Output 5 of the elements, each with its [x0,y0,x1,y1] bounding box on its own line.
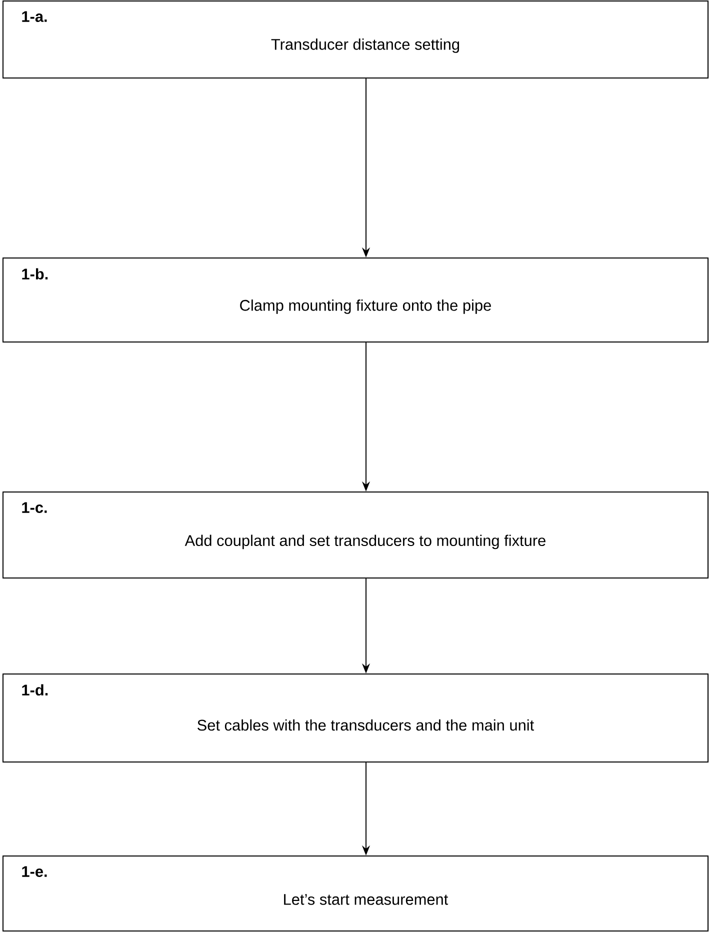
step-box: 1-c. Add couplant and set transducers to mounting fixture [2,492,708,578]
step-box: 1-d. Set cables with the transducers and the main unit [2,674,708,762]
step-box: 1-e. Let’s start measurement [2,856,708,932]
step-box: 1-a. Transducer distance setting [2,0,708,78]
step-box: 1-b. Clamp mounting fixture onto the pipe [2,258,708,342]
